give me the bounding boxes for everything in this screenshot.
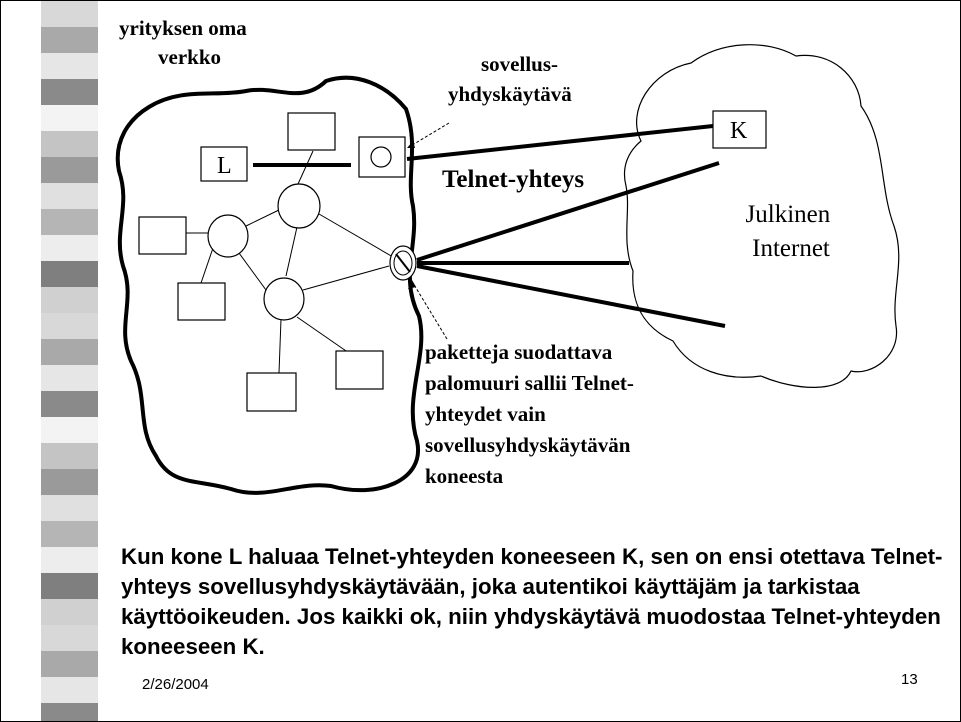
router	[277, 183, 321, 229]
stripe-band	[41, 157, 98, 183]
stripe-band	[41, 105, 98, 131]
telnet-connection-label: Telnet-yhteys	[442, 166, 584, 193]
stripe-band	[41, 573, 98, 599]
stripe-band	[41, 599, 98, 625]
stripe-band	[41, 495, 98, 521]
stripe-band	[41, 391, 98, 417]
stripe-band	[41, 469, 98, 495]
stripe-band	[41, 365, 98, 391]
stripe-band	[41, 183, 98, 209]
stripe-band	[41, 53, 98, 79]
stripe-band	[41, 417, 98, 443]
stripe-band	[41, 261, 98, 287]
stripe-band	[41, 677, 98, 703]
decorative-gradient-stripe	[41, 1, 98, 721]
host-l-box	[200, 146, 248, 182]
firewall-arrowhead	[408, 280, 416, 289]
host-box	[177, 282, 226, 321]
gateway-arrow	[408, 122, 450, 148]
internet-cloud	[623, 44, 900, 388]
host-k-box	[712, 110, 767, 149]
stripe-band	[41, 547, 98, 573]
page-number: 13	[901, 671, 918, 688]
host-box	[246, 372, 297, 412]
gateway-circle	[370, 146, 392, 168]
stripe-band	[41, 1, 98, 27]
stripe-band	[41, 625, 98, 651]
router	[207, 214, 249, 258]
firewall-icon	[389, 245, 417, 281]
stripe-band	[41, 651, 98, 677]
stripe-band	[41, 287, 98, 313]
internal-network-cloud	[115, 75, 424, 495]
external-links	[406, 124, 726, 328]
stripe-band	[41, 521, 98, 547]
host-box	[287, 112, 336, 151]
stripe-band	[41, 27, 98, 53]
footer-date: 2/26/2004	[142, 676, 209, 693]
gateway-label: sovellus- yhdyskäytävä	[448, 52, 572, 106]
stripe-band	[41, 339, 98, 365]
stripe-band	[41, 703, 98, 721]
router	[263, 277, 305, 321]
gateway-arrowhead	[407, 141, 415, 148]
host-l-label: L	[217, 153, 232, 179]
stripe-band	[41, 313, 98, 339]
host-k-label: K	[730, 118, 748, 144]
internet-label: Julkinen Internet	[746, 201, 837, 262]
firewall-arrow	[412, 282, 448, 340]
internal-links	[186, 150, 394, 374]
host-box	[335, 350, 384, 390]
stripe-band	[41, 209, 98, 235]
internal-network-label: yrityksen oma verkko	[119, 16, 252, 69]
stripe-band	[41, 79, 98, 105]
host-box	[138, 216, 187, 255]
stripe-band	[41, 443, 98, 469]
slide-caption: Kun kone L haluaa Telnet-yhteyden konees…	[121, 544, 943, 659]
stripe-band	[41, 131, 98, 157]
firewall-note: paketteja suodattava palomuuri sallii Te…	[425, 340, 639, 488]
stripe-band	[41, 235, 98, 261]
